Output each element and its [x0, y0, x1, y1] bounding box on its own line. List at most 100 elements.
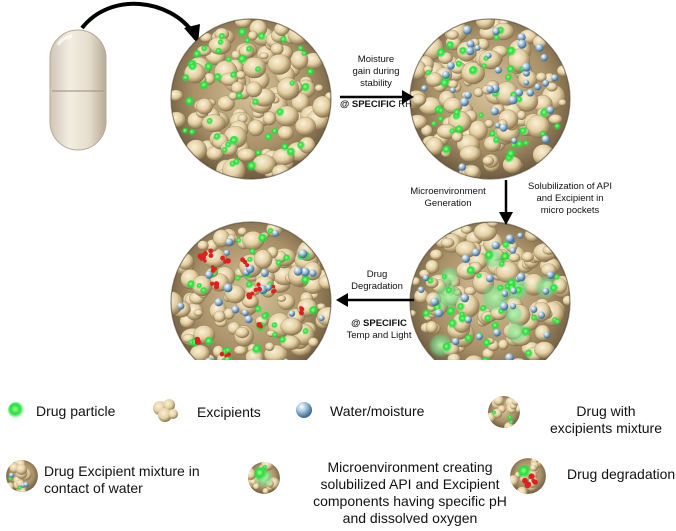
- water-droplet: [510, 287, 517, 295]
- drug-particle: [261, 312, 270, 321]
- drug-particle: [297, 141, 306, 150]
- water-droplet: [214, 298, 223, 307]
- drug-particle: [249, 248, 257, 256]
- water-droplet: [551, 74, 559, 82]
- water-droplet: [318, 315, 325, 322]
- drug-particle: [441, 274, 448, 281]
- water-droplet: [449, 87, 456, 94]
- degradation-spot: [210, 281, 215, 286]
- water-droplet: [464, 91, 472, 99]
- legend-water-moisture: Water/moisture: [330, 403, 425, 419]
- drug-particle: [492, 136, 501, 145]
- water-droplet: [499, 123, 508, 132]
- water-droplet: [546, 106, 555, 115]
- drug-particle: [510, 142, 517, 149]
- excipient-particle: [410, 114, 428, 130]
- drug-particle: [236, 237, 243, 244]
- drug-particle: [481, 356, 492, 360]
- drug-particle: [504, 73, 513, 82]
- micro-pocket: [534, 275, 558, 299]
- excipient-particle: [425, 137, 444, 156]
- degradation-spot: [226, 352, 231, 357]
- excipient-particle: [196, 98, 213, 115]
- arrow-right-icon: [340, 90, 414, 104]
- water-droplet: [471, 248, 480, 257]
- drug-particle: [448, 319, 459, 329]
- legend-drug-particle: Drug particle: [36, 403, 116, 419]
- excipient-particle: [280, 317, 303, 336]
- excipient-particle: [410, 309, 417, 317]
- water-moisture-icon: [296, 402, 312, 418]
- drug-particle: [464, 333, 474, 344]
- drug-particle: [188, 339, 195, 346]
- drug-particle: [531, 314, 539, 322]
- excipient-particle: [411, 93, 426, 106]
- water-droplet: [301, 267, 310, 277]
- drug-particle: [466, 266, 477, 276]
- label-solubilization: Solubilization of API and Excipient in m…: [528, 181, 612, 216]
- drug-particle: [221, 146, 229, 154]
- legend-microenvironment: Microenvironment creating solubilized AP…: [313, 459, 507, 526]
- water-droplet: [523, 79, 530, 86]
- excipient-particle: [270, 42, 284, 56]
- excipient-particle: [237, 148, 257, 162]
- water-droplet: [492, 27, 500, 36]
- water-droplet: [485, 52, 492, 59]
- degradation-spot: [256, 321, 262, 328]
- drug-particle: [442, 342, 453, 353]
- excipient-particle: [271, 164, 291, 179]
- water-droplet: [495, 122, 501, 129]
- drug-particle: [279, 336, 288, 345]
- water-droplet: [288, 310, 296, 317]
- water-droplet: [530, 305, 538, 313]
- water-droplet: [298, 249, 308, 259]
- degradation-spot: [253, 287, 258, 293]
- water-droplet: [465, 46, 475, 56]
- water-droplet: [540, 54, 548, 62]
- degradation-spot: [219, 351, 225, 357]
- drug-particle: [440, 78, 451, 89]
- drug-particle: [286, 147, 297, 157]
- drug-particle: [254, 305, 263, 314]
- excipient-particle: [247, 30, 258, 41]
- drug-particle: [196, 282, 203, 290]
- excipient-particle: [425, 320, 438, 334]
- degradation-spot: [256, 282, 261, 287]
- drug-particle: [297, 45, 305, 52]
- water-droplet: [223, 249, 230, 256]
- excipient-particle: [307, 337, 319, 348]
- degradation-spot: [257, 286, 263, 292]
- degradation-spot: [245, 263, 250, 268]
- water-droplet: [241, 309, 249, 317]
- water-droplet: [434, 308, 444, 318]
- drug-particle: [554, 123, 562, 131]
- microenvironment-icon: [248, 462, 280, 494]
- water-droplet: [464, 316, 472, 324]
- excipient-particle: [193, 309, 204, 317]
- drug-particle: [271, 127, 279, 135]
- drug-particle: [245, 280, 255, 290]
- excipient-particle: [312, 95, 331, 118]
- water-droplet: [491, 241, 500, 250]
- drug-particle: [229, 135, 240, 146]
- excipient-particle: [291, 92, 310, 113]
- water-droplet: [517, 33, 526, 42]
- drug-particle: [233, 158, 241, 166]
- water-droplet: [515, 88, 524, 97]
- circle-microenvironment: [409, 221, 571, 360]
- drug-particle: [255, 66, 262, 74]
- excipient-particle: [259, 52, 269, 60]
- degradation-spot: [272, 289, 277, 294]
- drug-particle: [515, 96, 524, 104]
- water-droplet: [509, 303, 517, 310]
- excipient-particle: [447, 353, 461, 360]
- degradation-spot: [242, 259, 248, 265]
- drug-particle: [199, 80, 210, 91]
- drug-particle: [484, 314, 493, 323]
- water-droplet: [309, 269, 317, 277]
- water-droplet: [501, 290, 509, 298]
- drug-particle: [264, 133, 274, 142]
- water-droplet: [460, 293, 470, 303]
- process-diagram: [49, 1, 571, 360]
- drug-particle: [478, 112, 485, 119]
